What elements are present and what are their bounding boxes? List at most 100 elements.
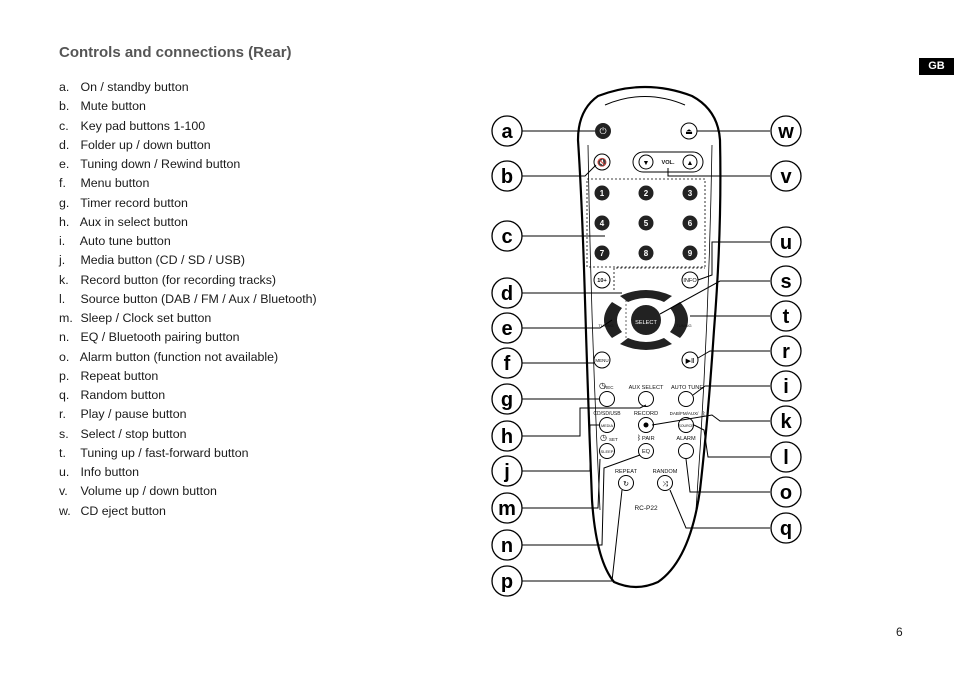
volume-up-button[interactable] bbox=[682, 154, 698, 170]
timer-record-button[interactable] bbox=[599, 391, 615, 407]
callout-circle bbox=[491, 492, 523, 524]
eq-button[interactable] bbox=[638, 443, 654, 459]
digit-button-9[interactable] bbox=[682, 245, 698, 261]
auto-tune-button[interactable] bbox=[678, 391, 694, 407]
ten-plus-button[interactable] bbox=[593, 271, 611, 289]
list-item: t. Tuning up / fast-forward button bbox=[59, 444, 317, 463]
item-text: Select / stop button bbox=[80, 426, 187, 441]
callout-circle bbox=[491, 220, 523, 252]
callout-w: w bbox=[777, 121, 794, 143]
media-button[interactable] bbox=[599, 417, 615, 433]
chevron-down-icon: ▼ bbox=[643, 160, 650, 167]
shuffle-icon: ⤨ bbox=[662, 481, 668, 488]
leader-lines-left bbox=[522, 130, 647, 582]
digit-button-7[interactable] bbox=[594, 245, 610, 261]
callout-o: o bbox=[780, 482, 792, 504]
digit-button-3[interactable] bbox=[682, 185, 698, 201]
item-key: h. bbox=[59, 214, 70, 229]
item-key: q. bbox=[59, 388, 70, 402]
page-number: 6 bbox=[896, 625, 903, 639]
menu-button[interactable] bbox=[593, 351, 611, 369]
leader-line-i bbox=[692, 385, 770, 396]
digit-label: 4 bbox=[600, 219, 605, 228]
list-item: p. Repeat button bbox=[59, 367, 317, 386]
list-item: q. Random button bbox=[59, 386, 317, 405]
power-button[interactable] bbox=[595, 123, 611, 139]
callouts-right: w v u s t r i k l o q bbox=[770, 115, 802, 544]
callout-i: i bbox=[783, 376, 789, 398]
callout-circle bbox=[770, 265, 802, 297]
folder-up-button[interactable] bbox=[620, 290, 672, 302]
cd-sd-usb-label: CD/SD/USB bbox=[593, 411, 621, 417]
digit-label: 7 bbox=[600, 249, 605, 258]
leader-line-k bbox=[651, 414, 770, 426]
item-text: Random button bbox=[80, 388, 166, 402]
mute-button[interactable] bbox=[593, 153, 611, 171]
remote-inner-line bbox=[587, 144, 601, 511]
list-item: o. Alarm button (function not available) bbox=[59, 348, 317, 367]
item-key: u. bbox=[59, 465, 70, 479]
remote-inner-line bbox=[695, 144, 713, 511]
item-text: Alarm button (function not available) bbox=[79, 349, 279, 364]
item-key: k. bbox=[59, 272, 69, 287]
volume-down-button[interactable] bbox=[638, 154, 654, 170]
callout-h: h bbox=[501, 426, 513, 448]
eject-icon: ⏏ bbox=[685, 127, 693, 136]
callout-s: s bbox=[780, 271, 791, 293]
item-key: r. bbox=[59, 407, 66, 422]
list-item: e. Tuning down / Rewind button bbox=[59, 155, 317, 174]
callout-t: t bbox=[783, 306, 790, 328]
tuning-up-button[interactable] bbox=[670, 302, 688, 338]
tuning-down-button[interactable] bbox=[604, 302, 622, 338]
callout-circle bbox=[770, 512, 802, 544]
digit-button-1[interactable] bbox=[594, 185, 610, 201]
select-button[interactable] bbox=[631, 305, 661, 335]
power-icon: ⏻ bbox=[599, 126, 606, 136]
callout-n: n bbox=[501, 535, 513, 557]
callout-circle bbox=[770, 370, 802, 402]
callout-circle bbox=[491, 420, 523, 452]
record-label: RECORD bbox=[634, 411, 658, 417]
item-text: Key pad buttons 1-100 bbox=[80, 118, 206, 133]
callout-circle bbox=[770, 226, 802, 258]
model-label: RC-P22 bbox=[634, 505, 658, 512]
leader-line-j bbox=[522, 424, 599, 472]
keypad-area bbox=[586, 178, 706, 268]
play-pause-button[interactable] bbox=[681, 351, 699, 369]
digit-button-2[interactable] bbox=[638, 185, 654, 201]
sleep-button[interactable] bbox=[599, 443, 615, 459]
digit-label: 3 bbox=[688, 189, 693, 198]
item-key: i. bbox=[59, 234, 66, 248]
leader-line-r bbox=[697, 350, 770, 359]
callout-circle bbox=[491, 455, 523, 487]
random-button[interactable] bbox=[657, 475, 673, 491]
item-text: Volume up / down button bbox=[80, 484, 217, 499]
digit-button-8[interactable] bbox=[638, 245, 654, 261]
info-label: INFO bbox=[683, 278, 697, 284]
aux-select-button[interactable] bbox=[638, 391, 654, 407]
source-button[interactable] bbox=[678, 417, 694, 433]
item-text: Tuning up / fast-forward button bbox=[80, 445, 249, 460]
callout-circle bbox=[770, 476, 802, 508]
digit-button-6[interactable] bbox=[682, 215, 698, 231]
repeat-button[interactable] bbox=[618, 475, 634, 491]
list-item: n. EQ / Bluetooth pairing button bbox=[59, 328, 317, 347]
digit-button-5[interactable] bbox=[638, 215, 654, 231]
list-item: i. Auto tune button bbox=[59, 232, 317, 251]
alarm-button[interactable] bbox=[678, 443, 694, 459]
language-badge: GB bbox=[919, 58, 954, 75]
item-text: Record button (for recording tracks) bbox=[80, 272, 277, 287]
item-text: EQ / Bluetooth pairing button bbox=[80, 330, 240, 345]
list-item: a. On / standby button bbox=[59, 78, 317, 97]
list-item: f. Menu button bbox=[59, 174, 317, 193]
callout-circle bbox=[491, 312, 523, 344]
digit-button-4[interactable] bbox=[594, 215, 610, 231]
callout-c: c bbox=[501, 226, 512, 248]
callout-d: d bbox=[501, 283, 513, 305]
item-key: m. bbox=[59, 311, 73, 325]
leader-line-v bbox=[667, 168, 770, 177]
callout-j: j bbox=[503, 461, 510, 483]
folder-down-button[interactable] bbox=[620, 338, 672, 350]
keypad: 1 2 3 4 5 6 7 8 9 bbox=[594, 185, 698, 261]
item-key: e. bbox=[59, 157, 70, 171]
